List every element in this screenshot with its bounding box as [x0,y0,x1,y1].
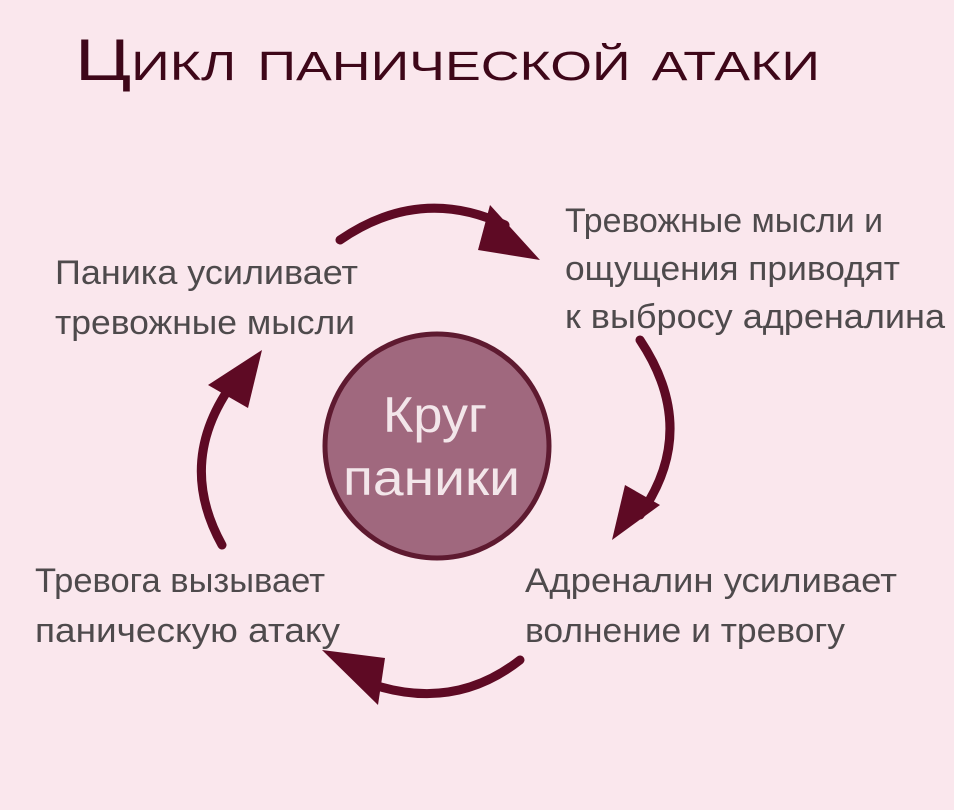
step4-line1: Паника усиливает [55,254,358,292]
step1-line2: ощущения приводят [565,250,900,288]
step1-line3: к выбросу адреналина [565,298,945,336]
center-label-line1: Круг [383,387,487,443]
step-label-top-right: Тревожные мысли и ощущения приводят к вы… [565,202,945,336]
step-label-bottom-left: Тревога вызывает паническую атаку [35,562,340,650]
arrow-top [335,203,540,260]
center-circle [322,331,552,561]
step2-line1: Адреналин усиливает [525,562,897,600]
arrow-bottom [322,650,525,705]
diagram-title: Цикл панической атаки [75,28,820,93]
center-label-line2: паники [343,450,520,506]
step1-line1: Тревожные мысли и [565,202,883,240]
step2-line2: волнение и тревогу [525,612,845,650]
arrow-left [196,350,262,550]
step3-line2: паническую атаку [35,612,340,650]
step-label-top-left: Паника усиливает тревожные мысли [55,254,358,342]
step3-line1: Тревога вызывает [35,562,325,600]
step-label-bottom-right: Адреналин усиливает волнение и тревогу [525,562,897,650]
arrow-right [612,335,675,540]
step4-line2: тревожные мысли [55,304,355,342]
